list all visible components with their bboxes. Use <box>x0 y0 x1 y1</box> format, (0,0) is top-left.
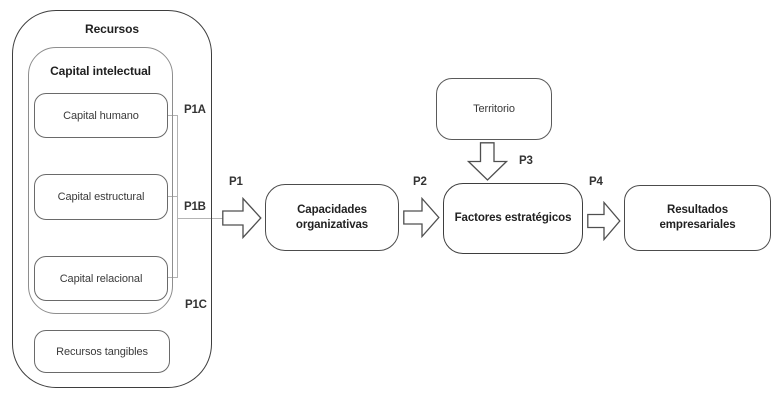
connector-vertical-line <box>177 115 178 278</box>
capacidades-organizativas-label: Capacidades organizativas <box>295 203 369 231</box>
capital-relacional-label: Capital relacional <box>59 272 143 285</box>
label-p1c: P1C <box>185 299 207 311</box>
arrow-p2-right-icon <box>403 197 440 238</box>
capital-humano-box: Capital humano <box>34 93 168 138</box>
factores-estrategicos-box: Factores estratégicos <box>443 183 583 254</box>
recursos-group-title: Recursos <box>85 22 139 36</box>
recursos-tangibles-label: Recursos tangibles <box>56 345 148 358</box>
label-p4: P4 <box>589 176 603 188</box>
label-p2: P2 <box>413 176 427 188</box>
capital-estructural-label: Capital estructural <box>57 191 145 203</box>
label-p3: P3 <box>519 155 533 167</box>
capital-relacional-box: Capital relacional <box>34 256 168 301</box>
capital-humano-label: Capital humano <box>63 109 139 122</box>
label-p1a: P1A <box>184 104 206 116</box>
capital-intelectual-group-box: Capital intelectual <box>28 47 173 314</box>
capital-estructural-box: Capital estructural <box>34 174 168 220</box>
connector-relacional-line <box>168 277 178 278</box>
resultados-empresariales-label: Resultados empresariales <box>659 204 736 231</box>
arrow-p4-right-icon <box>587 201 621 241</box>
recursos-group-box: Recursos <box>12 10 212 388</box>
arrow-p1-right-icon <box>222 197 262 239</box>
recursos-tangibles-box: Recursos tangibles <box>34 330 170 373</box>
territorio-label: Territorio <box>473 103 515 115</box>
connector-humano-line <box>168 115 178 116</box>
factores-estrategicos-label: Factores estratégicos <box>454 212 572 225</box>
label-p1: P1 <box>229 176 243 188</box>
territorio-box: Territorio <box>436 78 552 140</box>
arrow-p3-down-icon <box>467 142 508 181</box>
resultados-empresariales-box: Resultados empresariales <box>624 185 771 251</box>
connector-output-line <box>177 218 223 219</box>
label-p1b: P1B <box>184 201 206 213</box>
capacidades-organizativas-box: Capacidades organizativas <box>265 184 399 251</box>
connector-estructural-line <box>168 196 178 197</box>
capital-intelectual-title: Capital intelectual <box>50 64 151 78</box>
